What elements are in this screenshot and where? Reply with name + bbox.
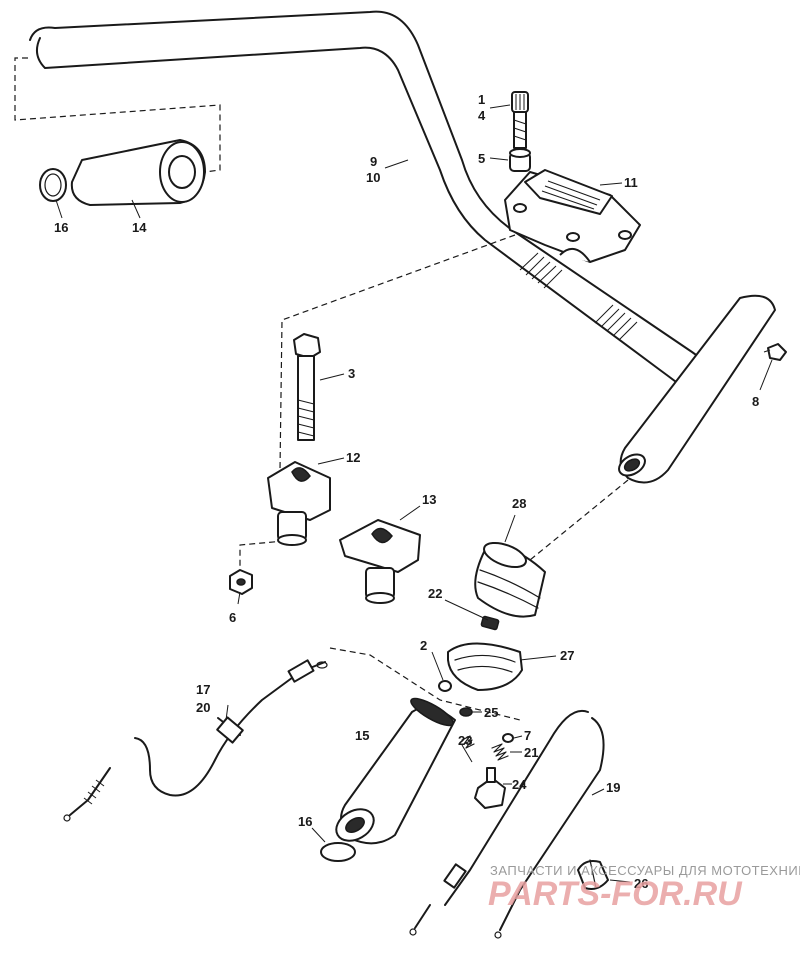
throttle-grip bbox=[335, 697, 456, 845]
spring-23 bbox=[461, 735, 475, 749]
label-19: 19 bbox=[606, 780, 620, 795]
handlebar-tube bbox=[29, 10, 776, 484]
label-10: 10 bbox=[366, 170, 380, 185]
label-11: 11 bbox=[624, 175, 638, 190]
alignment-line-riser bbox=[279, 234, 516, 471]
label-21: 21 bbox=[524, 745, 538, 760]
label-4: 4 bbox=[478, 108, 486, 123]
label-12: 12 bbox=[346, 450, 360, 465]
label-25: 25 bbox=[484, 705, 498, 720]
riser-13 bbox=[339, 519, 421, 604]
cable-clip-26 bbox=[577, 859, 609, 890]
watermark-text: ЗАПЧАСТИ И АКСЕССУАРЫ ДЛЯ МОТОТЕХНИКИ bbox=[490, 863, 800, 878]
alignment-line-cable bbox=[329, 647, 521, 721]
label-3: 3 bbox=[348, 366, 355, 381]
part-labels: 1 4 5 9 10 11 16 14 3 8 12 13 6 28 22 2 … bbox=[54, 92, 759, 891]
idle-cable-19 bbox=[409, 709, 605, 939]
throttle-housing-lower bbox=[447, 642, 523, 691]
left-end-cap bbox=[39, 168, 67, 202]
throttle-cable-17-20 bbox=[63, 659, 328, 822]
label-16-bottom: 16 bbox=[298, 814, 312, 829]
housing-screw bbox=[438, 680, 452, 692]
end-screw bbox=[763, 343, 787, 361]
label-28: 28 bbox=[512, 496, 526, 511]
spring-21 bbox=[491, 743, 509, 761]
label-9: 9 bbox=[370, 154, 377, 169]
label-13: 13 bbox=[422, 492, 436, 507]
left-grip bbox=[70, 139, 206, 206]
watermark: ЗАПЧАСТИ И АКСЕССУАРЫ ДЛЯ МОТОТЕХНИКИ PA… bbox=[488, 863, 800, 913]
label-6: 6 bbox=[229, 610, 236, 625]
nut bbox=[229, 569, 253, 595]
label-1: 1 bbox=[478, 92, 485, 107]
label-23: 23 bbox=[458, 733, 472, 748]
throttle-housing-upper bbox=[474, 541, 546, 618]
clamp-screw bbox=[511, 91, 529, 149]
label-17: 17 bbox=[196, 682, 210, 697]
ferrule-25 bbox=[459, 707, 473, 717]
top-clamp bbox=[504, 169, 641, 263]
label-15: 15 bbox=[355, 728, 369, 743]
riser-12 bbox=[267, 461, 331, 546]
washer-7 bbox=[502, 733, 514, 743]
label-24: 24 bbox=[512, 777, 527, 792]
riser-bolt bbox=[293, 333, 321, 441]
label-2: 2 bbox=[420, 638, 427, 653]
alignment-line-nut bbox=[239, 539, 296, 572]
spacer bbox=[509, 148, 531, 172]
label-7: 7 bbox=[524, 728, 531, 743]
label-22: 22 bbox=[428, 586, 442, 601]
label-5: 5 bbox=[478, 151, 485, 166]
label-27: 27 bbox=[560, 648, 574, 663]
label-20: 20 bbox=[196, 700, 210, 715]
alignment-line-throttle bbox=[529, 479, 629, 561]
right-end-cap bbox=[320, 842, 356, 862]
throttle-insert bbox=[480, 615, 500, 631]
watermark-logo: PARTS-FOR.RU bbox=[488, 875, 743, 913]
alignment-line-left-grip bbox=[14, 57, 221, 173]
adjuster-24 bbox=[474, 767, 506, 809]
label-16-top: 16 bbox=[54, 220, 68, 235]
leader-lines bbox=[55, 104, 773, 883]
label-14: 14 bbox=[132, 220, 147, 235]
label-26: 26 bbox=[634, 876, 648, 891]
label-8: 8 bbox=[752, 394, 759, 409]
